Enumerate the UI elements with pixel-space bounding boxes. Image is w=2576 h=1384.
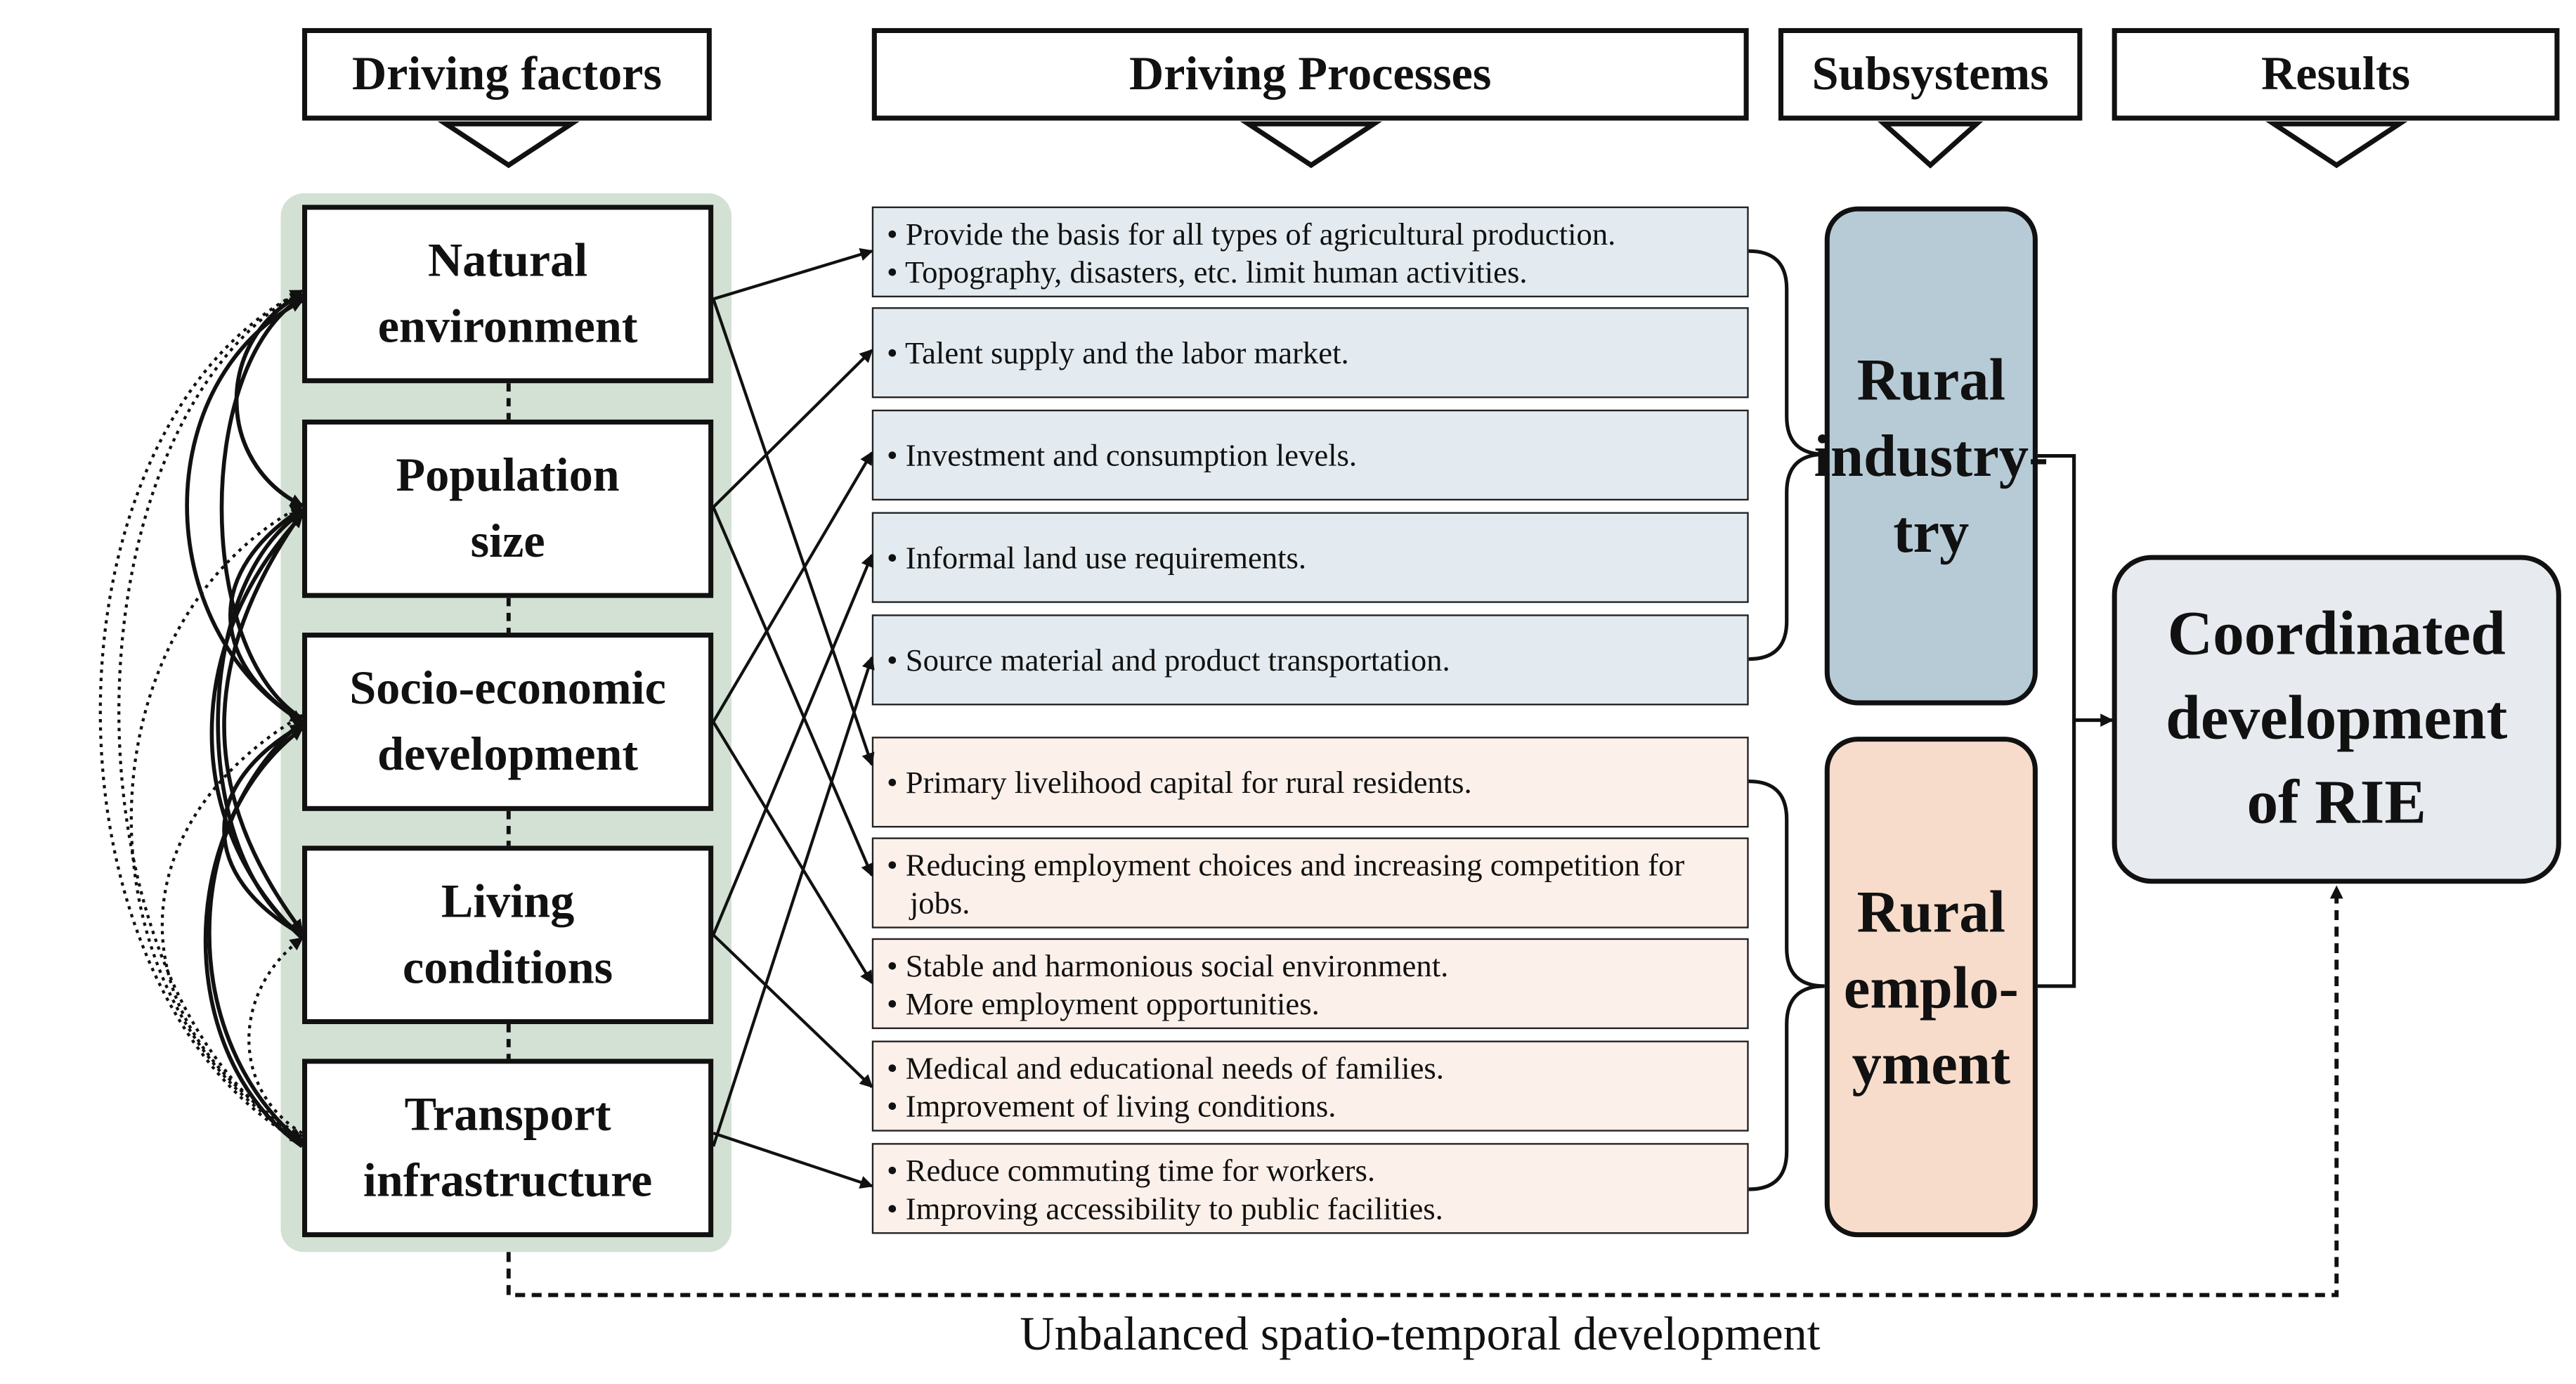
process-box-5: • Source material and product transporta… — [871, 614, 1749, 706]
process-line: • Investment and consumption levels. — [886, 439, 1358, 474]
interaction-arc-dotted — [98, 289, 304, 1145]
factor-population-size: Population size — [302, 419, 714, 598]
factor-socio-economic-development: Socio-economic development — [302, 633, 714, 811]
interaction-arc-dotted — [160, 713, 304, 1138]
factor-process-link — [712, 720, 873, 985]
process-box-4: • Informal land use requirements. — [871, 512, 1749, 603]
process-box-3: • Investment and consumption levels. — [871, 409, 1749, 501]
process-box-8: • Stable and harmonious social environme… — [871, 938, 1749, 1030]
interaction-arc — [207, 720, 304, 1145]
header-driving-processes: Driving Processes — [871, 27, 1749, 121]
interaction-arc — [222, 510, 304, 933]
interaction-arc — [228, 507, 304, 724]
caption-unbalanced-development: Unbalanced spatio-temporal development — [1020, 1308, 1821, 1362]
factor-natural-environment: Natural environment — [302, 205, 714, 384]
header-arrow-driving-processes — [1240, 121, 1382, 169]
process-box-2: • Talent supply and the labor market. — [871, 307, 1749, 399]
factor-transport-infrastructure: Transport infrastructure — [302, 1059, 714, 1238]
header-arrow-driving-factors — [437, 121, 580, 169]
bracket-industry — [1748, 249, 1825, 661]
interaction-arc-dotted — [117, 289, 304, 1142]
unbalanced-dev-line — [506, 885, 2343, 1298]
factor-process-link — [712, 349, 873, 508]
interaction-arc — [203, 727, 304, 1149]
interaction-arc — [209, 514, 304, 940]
subsystem-rural-industry: Rural industry- try — [1814, 206, 2048, 706]
process-line: • Talent supply and the labor market. — [886, 337, 1349, 372]
process-line: • More employment opportunities. — [886, 987, 1320, 1022]
header-arrow-results — [2265, 121, 2408, 169]
interaction-arc — [222, 723, 304, 937]
process-line: • Provide the basis for all types of agr… — [886, 217, 1616, 252]
process-box-9: • Medical and educational needs of famil… — [871, 1040, 1749, 1132]
process-line: • Source material and product transporta… — [886, 644, 1450, 679]
process-box-7: • Reducing employment choices and increa… — [871, 837, 1749, 929]
process-line: • Stable and harmonious social environme… — [886, 949, 1449, 984]
factor-process-link — [712, 298, 875, 767]
process-line: • Reduce commuting time for workers. — [886, 1153, 1376, 1189]
process-line: • Medical and educational needs of famil… — [886, 1051, 1444, 1087]
header-subsystems: Subsystems — [1778, 27, 2083, 121]
header-results: Results — [2112, 27, 2560, 121]
process-box-1: • Provide the basis for all types of agr… — [871, 206, 1749, 297]
process-box-6: • Primary livelihood capital for rural r… — [871, 737, 1749, 828]
factor-process-link — [712, 451, 873, 723]
factor-process-link — [713, 1132, 874, 1189]
bracket-employment — [1748, 779, 1825, 1191]
factor-process-link — [712, 553, 874, 936]
subsystem-rural-employment: Rural emplo- yment — [1824, 737, 2038, 1238]
process-box-10: • Reduce commuting time for workers. • I… — [871, 1143, 1749, 1234]
interaction-arc — [185, 299, 304, 724]
header-arrow-subsystems — [1878, 121, 1984, 169]
process-line: • Reducing employment choices and increa… — [886, 848, 1685, 921]
interaction-arc — [219, 295, 304, 720]
factor-process-link — [712, 933, 873, 1088]
factor-living-conditions: Living conditions — [302, 846, 714, 1024]
interaction-arc-dotted — [129, 504, 304, 1142]
factor-process-link — [712, 656, 875, 1147]
process-line: • Informal land use requirements. — [886, 541, 1307, 577]
process-line: • Improving accessibility to public faci… — [886, 1191, 1443, 1227]
factor-process-link — [713, 247, 874, 301]
factor-process-link — [712, 506, 873, 877]
process-line: • Improvement of living conditions. — [886, 1089, 1336, 1125]
result-coordinated-development: Coordinated development of RIE — [2112, 555, 2561, 884]
process-line: • Primary livelihood capital for rural r… — [886, 766, 1472, 801]
link-industry-result — [2037, 454, 2076, 988]
header-driving-factors: Driving factors — [302, 27, 712, 121]
process-line: • Topography, disasters, etc. limit huma… — [886, 255, 1528, 290]
